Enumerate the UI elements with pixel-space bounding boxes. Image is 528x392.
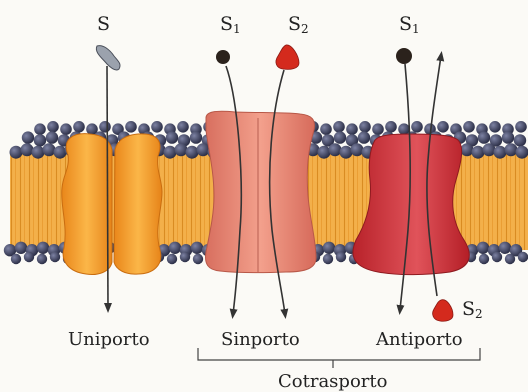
label-s2-antiport-sub: 2	[475, 307, 483, 321]
lipid-head	[46, 131, 58, 143]
symporter-protein	[206, 111, 316, 272]
lipid-head	[494, 146, 507, 159]
lipid-head	[164, 146, 177, 159]
lipid-head	[385, 121, 397, 133]
lipid-head	[151, 121, 163, 133]
lipid-head	[73, 121, 85, 133]
lipid-head	[318, 146, 331, 159]
label-s2-antiport-text: S	[462, 298, 475, 320]
lipid-head	[186, 146, 199, 159]
lipid-head	[177, 121, 189, 133]
lipid-head	[50, 252, 60, 262]
substrate-s1-symport	[216, 50, 230, 64]
lipid-head	[351, 143, 364, 156]
lipid-head	[359, 121, 371, 133]
lipid-head	[54, 146, 67, 159]
lipid-head	[323, 254, 333, 264]
lipid-head	[463, 121, 475, 133]
lipid-head	[477, 242, 489, 254]
uniport-arrow	[107, 66, 108, 308]
lipid-head	[47, 121, 59, 133]
label-s1-antiport: S1	[399, 15, 420, 35]
lipid-head	[514, 134, 526, 146]
lipid-head	[191, 242, 203, 254]
lipid-head	[411, 121, 423, 133]
lipid-head	[193, 254, 203, 264]
lipid-head	[43, 143, 56, 156]
lipid-head	[197, 143, 210, 156]
lipid-head	[99, 121, 111, 133]
lipid-head	[505, 143, 518, 156]
lipid-head	[333, 121, 345, 133]
lipid-head	[32, 146, 45, 159]
lipid-head	[21, 143, 34, 156]
label-symport: Sinporto	[221, 331, 300, 349]
label-s1-antiport-text: S	[399, 13, 412, 35]
lipid-head	[125, 121, 137, 133]
label-s2-symport-sub: 2	[301, 22, 309, 36]
lipid-head	[492, 252, 502, 262]
lipid-head	[34, 134, 46, 146]
substrate-s2-antiport	[433, 300, 453, 322]
lipid-head	[340, 146, 353, 159]
lipid-head	[24, 252, 34, 262]
label-cotransport: Cotrasporto	[278, 373, 387, 391]
lipid-head	[180, 252, 190, 262]
substrate-s1-antiport	[396, 48, 412, 64]
lipid-head	[518, 252, 528, 262]
lipid-head	[37, 254, 47, 264]
label-uniport: Uniporto	[68, 331, 150, 349]
uniporter-protein	[62, 134, 162, 275]
lipid-head	[336, 252, 346, 262]
lipid-head	[334, 131, 346, 143]
lipid-head	[166, 131, 178, 143]
substrate-s2-symport	[276, 45, 299, 69]
label-s-uniport: S	[97, 15, 110, 34]
label-s1-symport-text: S	[220, 13, 233, 35]
lipid-head	[320, 123, 332, 135]
lipid-head	[169, 242, 181, 254]
label-antiport: Antiporto	[376, 331, 463, 349]
lipid-head	[358, 131, 370, 143]
lipid-head	[502, 131, 514, 143]
lipid-head	[515, 121, 527, 133]
lipid-head	[483, 143, 496, 156]
lipid-head	[472, 146, 485, 159]
lipid-head	[479, 254, 489, 264]
label-s2-symport: S2	[288, 15, 309, 35]
lipid-head	[34, 123, 46, 135]
lipid-head	[37, 242, 49, 254]
label-s1-symport-sub: 1	[233, 22, 241, 36]
label-s1-symport: S1	[220, 15, 241, 35]
label-s2-antiport: S2	[462, 300, 483, 320]
label-s1-antiport-sub: 1	[412, 22, 420, 36]
lipid-head	[499, 242, 511, 254]
lipid-head	[346, 123, 358, 135]
lipid-head	[167, 254, 177, 264]
lipid-head	[329, 143, 342, 156]
label-s2-symport-text: S	[288, 13, 301, 35]
lipid-head	[372, 123, 384, 135]
lipid-head	[22, 131, 34, 143]
lipid-head	[489, 121, 501, 133]
lipid-head	[175, 143, 188, 156]
antiporter-protein	[353, 134, 469, 275]
label-s-uniport-text: S	[97, 13, 110, 35]
lipid-head	[516, 146, 528, 159]
lipid-head	[60, 123, 72, 135]
lipid-head	[15, 242, 27, 254]
lipid-head	[478, 131, 490, 143]
substrate-s-uniport	[96, 46, 120, 70]
lipid-head	[323, 242, 335, 254]
lipid-head	[461, 143, 474, 156]
lipid-head	[505, 254, 515, 264]
lipid-head	[10, 146, 23, 159]
lipid-head	[190, 131, 202, 143]
lipid-head	[437, 121, 449, 133]
lipid-head	[11, 254, 21, 264]
